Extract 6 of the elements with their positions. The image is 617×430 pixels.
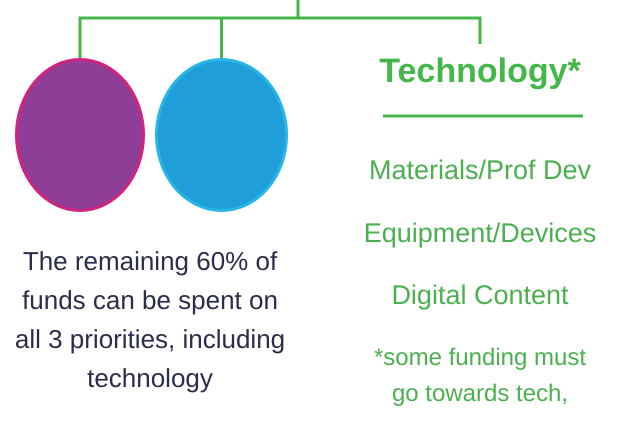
list-item: Equipment/Devices: [362, 217, 598, 250]
list-item: Materials/Prof Dev: [368, 154, 592, 186]
list-item: Digital Content: [390, 279, 570, 312]
heading: Technology*: [370, 44, 590, 106]
note-text: The remaining 60% of funds can be spent on all 3 priorities, including technology: [14, 245, 286, 395]
note-text: *some funding must go towards tech,: [372, 343, 588, 409]
